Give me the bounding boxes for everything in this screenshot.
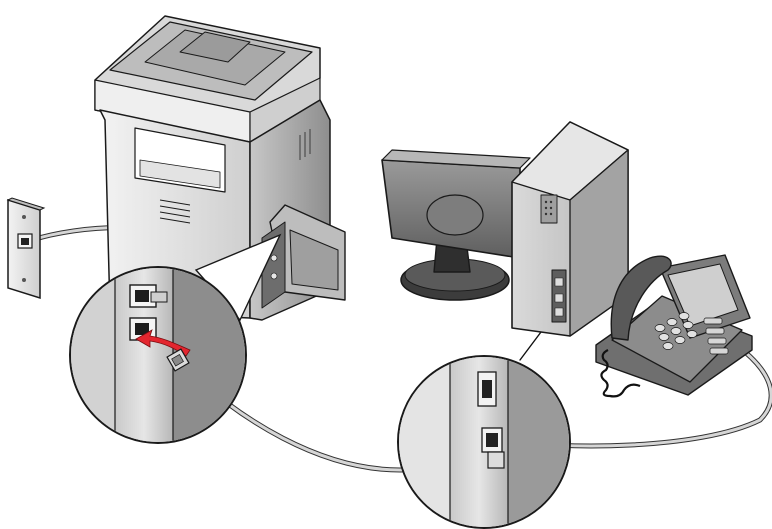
- wall-phone-jack-icon: [8, 198, 44, 298]
- computer-port-callout: [398, 356, 570, 528]
- tower-computer-icon: [512, 122, 628, 336]
- computer-modem-out-port: [478, 372, 496, 406]
- monitor-icon: [382, 150, 530, 300]
